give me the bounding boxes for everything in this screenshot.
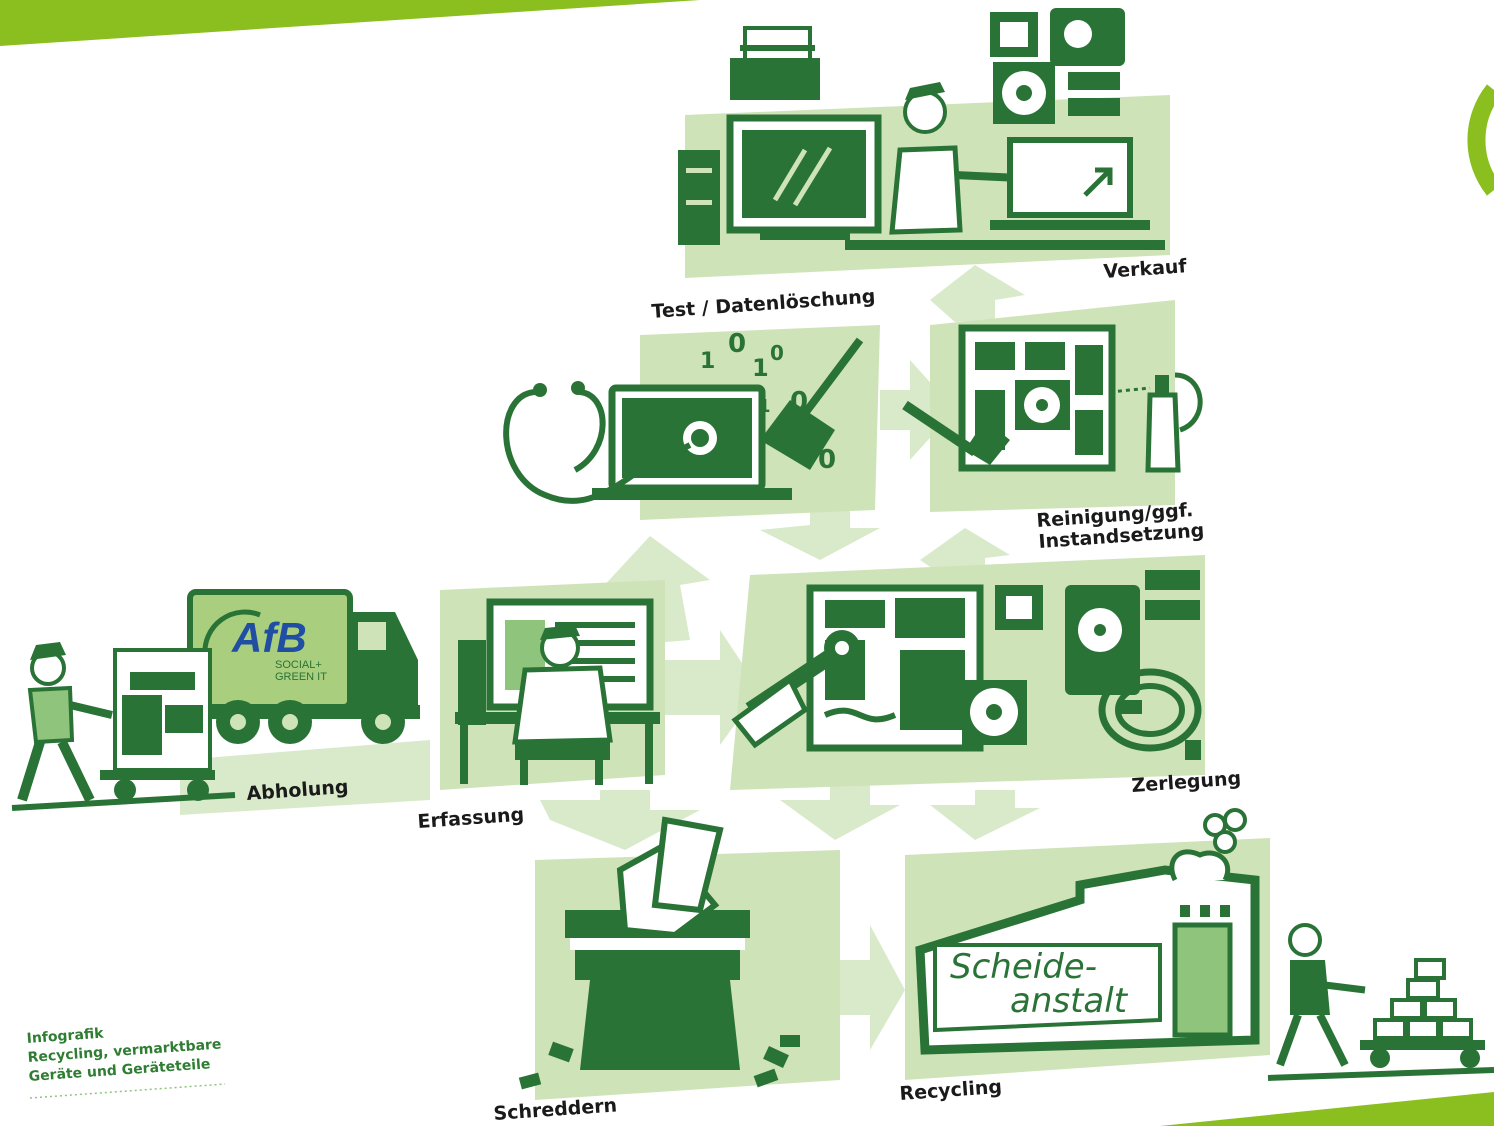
factory-door <box>1175 925 1230 1035</box>
bottom-brand-band <box>1160 1092 1494 1126</box>
arrow-zerlegung-schreddern <box>780 780 900 840</box>
truck-logo-line1: SOCIAL+ <box>275 659 322 671</box>
caption-divider <box>30 1084 225 1098</box>
verkauf-tower <box>678 150 720 245</box>
svg-text:0: 0 <box>770 341 784 365</box>
svg-text:0: 0 <box>818 445 836 475</box>
caption-line1: Infografik <box>26 1026 105 1047</box>
test-laptop-base <box>592 488 792 500</box>
arrow-schreddern-recycling <box>840 925 905 1050</box>
label-erfassung: Erfassung <box>417 804 525 833</box>
zerlegung-ram-1 <box>1145 570 1200 590</box>
truck-logo-line2: GREEN IT <box>275 671 327 683</box>
arrow-test-verkauf <box>930 265 1025 322</box>
printer <box>730 58 820 100</box>
shredder-bin <box>580 980 740 1070</box>
label-recycling: Recycling <box>899 1076 1003 1105</box>
part-ram-2 <box>1068 98 1120 116</box>
truck-window <box>358 622 386 650</box>
caption: Infografik Recycling, vermarktbare Gerät… <box>26 1026 225 1098</box>
svg-text:1: 1 <box>758 396 771 417</box>
label-schreddern: Schreddern <box>493 1094 618 1125</box>
truck-logo-mark: AfB <box>231 614 307 661</box>
brand-logo-fragment <box>1476 90 1494 190</box>
svg-text:0: 0 <box>728 329 746 359</box>
gold-bar-stack <box>1375 960 1471 1038</box>
zerlegung-ram-2 <box>1145 600 1200 620</box>
arrow-abholung-erfassung <box>180 740 430 815</box>
spray-can <box>1148 395 1178 470</box>
svg-text:1: 1 <box>700 349 715 374</box>
factory-sign-line2: anstalt <box>1010 981 1129 1021</box>
part-ram-1 <box>1068 72 1120 90</box>
top-brand-band <box>0 0 700 46</box>
svg-text:1: 1 <box>752 354 769 382</box>
svg-text:1: 1 <box>782 432 795 453</box>
label-verkauf: Verkauf <box>1103 255 1188 283</box>
arrow-zerlegung-recycling <box>930 790 1040 840</box>
label-test: Test / Datenlöschung <box>651 285 876 323</box>
svg-text:0: 0 <box>790 387 808 417</box>
